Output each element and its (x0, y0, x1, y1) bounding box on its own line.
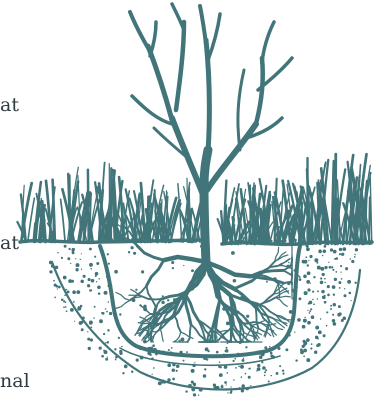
label-middle: at (0, 234, 19, 253)
trunk (204, 150, 208, 262)
label-lower: nal (0, 372, 30, 391)
label-upper: at (0, 96, 19, 115)
